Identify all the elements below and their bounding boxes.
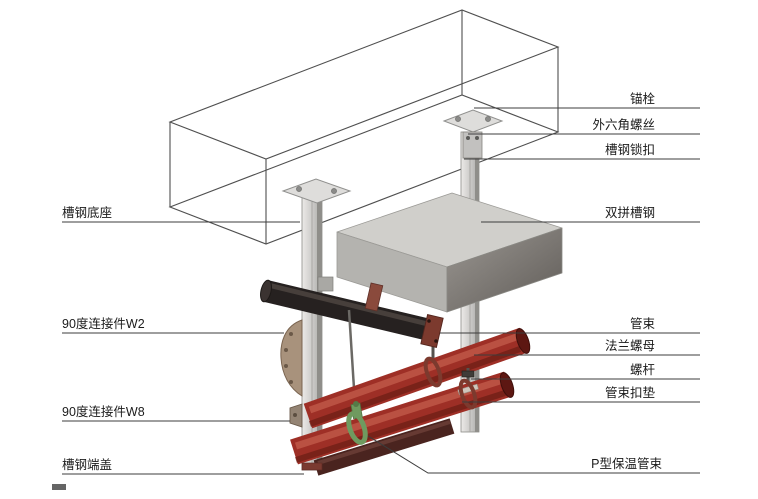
channel-base-plate	[281, 178, 352, 204]
base-bolt-1	[296, 186, 302, 192]
channel-end-cap-piece	[301, 462, 323, 471]
channel-lock-piece	[462, 131, 483, 159]
mid-clamp	[364, 282, 384, 312]
pipe1-clamp	[423, 356, 443, 388]
label-pipe-clamp: 管束	[630, 316, 656, 331]
label-flange-nut: 法兰螺母	[605, 339, 655, 353]
pipe2-clamp	[458, 378, 478, 410]
pipe-dark-lower	[313, 418, 455, 476]
leader-p-type-clamp	[367, 435, 700, 474]
left-labels: 槽钢底座 90度连接件W2 90度连接件W8 槽钢端盖	[62, 205, 145, 472]
dark-pipe-end-cap	[260, 279, 272, 303]
corner-artifact	[52, 484, 66, 490]
equipment-box	[336, 192, 563, 313]
pipe-red-lower	[290, 371, 515, 465]
wireframe-duct	[168, 9, 560, 245]
label-connector-90deg-w8: 90度连接件W8	[62, 404, 145, 419]
label-p-type-insulated-clamp: P型保温管束	[591, 456, 662, 471]
label-hex-screw: 外六角螺丝	[592, 118, 655, 132]
anchor-bolt-left	[455, 116, 461, 122]
pipe1-end-cap	[515, 328, 531, 354]
label-anchor-bolt: 锚栓	[630, 91, 656, 106]
cross-beam-dark-pipe	[260, 279, 441, 343]
label-screw-rod: 螺杆	[630, 363, 656, 377]
label-pipe-clamp-pad: 管束扣垫	[605, 385, 656, 400]
hex-screw-1	[466, 136, 470, 140]
label-channel-lock: 槽钢锁扣	[605, 142, 655, 157]
anchor-plate	[442, 109, 504, 133]
p-type-clamp	[346, 401, 368, 445]
base-bolt-2	[331, 188, 337, 194]
right-labels: 锚栓 外六角螺丝 槽钢锁扣 双拼槽钢 管束 法兰螺母 螺杆 管束扣垫 P型保温管…	[591, 91, 662, 471]
hex-screw-2	[475, 136, 479, 140]
flange-nut-piece	[461, 370, 475, 378]
pipe-red-upper	[303, 327, 531, 429]
label-double-channel-steel: 双拼槽钢	[605, 206, 655, 220]
label-channel-base: 槽钢底座	[62, 205, 112, 220]
anchor-bolt-right	[485, 116, 491, 122]
leader-lines	[62, 107, 700, 475]
pipe-clamp-end	[420, 314, 444, 348]
beam-bracket	[317, 276, 334, 292]
connector-w2-flange	[280, 319, 303, 397]
label-connector-90deg-w2: 90度连接件W2	[62, 316, 145, 331]
label-channel-end-cap: 槽钢端盖	[62, 458, 112, 472]
